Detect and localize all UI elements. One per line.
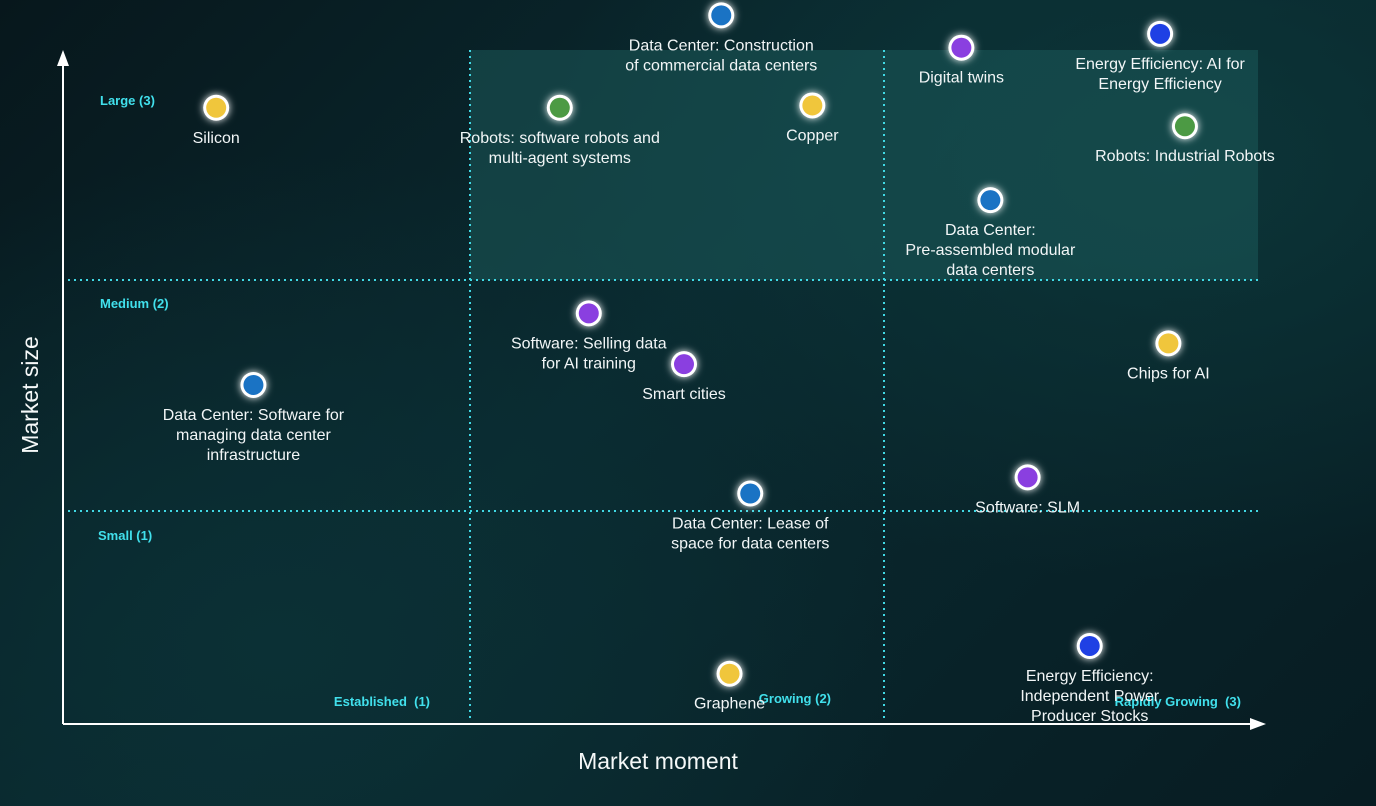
x-axis-title: Market moment: [578, 748, 738, 774]
point-label: Smart cities: [642, 386, 726, 403]
point-label-line: Robots: software robots and: [460, 130, 660, 147]
marker-dot: [711, 5, 732, 26]
axes: [57, 50, 1266, 730]
point-label-line: Software: SLM: [975, 499, 1080, 516]
y-axis-title: Market size: [17, 336, 43, 454]
marker-dot: [1158, 333, 1179, 354]
point-label-line: Data Center:: [945, 222, 1036, 239]
point-label: Robots: Industrial Robots: [1095, 148, 1275, 165]
point-label-line: multi-agent systems: [489, 150, 631, 167]
marker-dot: [206, 97, 227, 118]
marker-dot: [243, 374, 264, 395]
x-tick-rapidly-growing: Rapidly Growing (3): [1115, 694, 1241, 709]
marker-dot: [1017, 467, 1038, 488]
point-label: Data Center: Pre-assembled modular data ce…: [905, 222, 1076, 279]
point-label-line: Pre-assembled modular: [905, 242, 1076, 259]
point-label-line: Digital twins: [919, 70, 1004, 87]
point-label-line: managing data center: [176, 427, 331, 444]
marker-dot: [1079, 635, 1100, 656]
point-label-line: Chips for AI: [1127, 365, 1210, 382]
marker-dot: [674, 354, 694, 375]
data-point-data-center-construction-of-commercial-data-centers: Data Center: Construction of commercial d…: [625, 2, 817, 74]
point-label: Silicon: [193, 130, 240, 147]
point-label-line: Robots: Industrial Robots: [1095, 148, 1275, 165]
data-point-smart-cities: Smart cities: [642, 351, 726, 403]
x-tick-growing: Growing (2): [759, 691, 831, 706]
data-point-robots-software-robots-and-multi-agent-systems: Robots: software robots and multi-agent s…: [460, 94, 660, 167]
point-label-line: Data Center: Lease of: [672, 516, 829, 533]
data-points: Silicon Robots: software robots and multi-…: [163, 2, 1275, 725]
point-label-line: infrastructure: [207, 447, 300, 464]
data-point-software-selling-data-for-ai-training: Software: Selling data for AI training: [511, 300, 667, 372]
point-label-line: Producer Stocks: [1031, 708, 1148, 725]
data-point-data-center-software-for-managing-data-center-infrastructure: Data Center: Software for managing data c…: [163, 371, 345, 464]
x-axis-arrow: [1250, 718, 1266, 730]
point-label-line: Graphene: [694, 696, 765, 713]
point-label: Data Center: Construction of commercial d…: [625, 37, 817, 74]
marker-dot: [549, 97, 570, 118]
marker-dot: [1150, 23, 1171, 44]
point-label: Copper: [786, 127, 839, 144]
point-label: Digital twins: [919, 70, 1004, 87]
point-label-line: Smart cities: [642, 386, 726, 403]
data-point-data-center-pre-assembled-modular-data-centers: Data Center: Pre-assembled modular data ce…: [905, 187, 1076, 279]
point-label: Data Center: Software for managing data c…: [163, 407, 345, 464]
data-point-digital-twins: Digital twins: [919, 34, 1004, 87]
point-label: Data Center: Lease of space for data cent…: [671, 516, 829, 553]
data-point-graphene: Graphene: [694, 660, 765, 713]
data-point-silicon: Silicon: [193, 94, 240, 147]
marker-dot: [578, 303, 599, 324]
point-label-line: of commercial data centers: [625, 57, 817, 74]
data-point-software-slm: Software: SLM: [975, 464, 1080, 516]
point-label-line: space for data centers: [671, 536, 829, 553]
marker-dot: [719, 663, 740, 684]
point-label-line: Silicon: [193, 130, 240, 147]
point-label: Software: SLM: [975, 499, 1080, 516]
grid-lines: [68, 50, 1258, 718]
marker-dot: [1174, 116, 1195, 137]
y-axis-arrow: [57, 50, 69, 66]
point-label-line: for AI training: [542, 355, 636, 372]
point-label-line: Copper: [786, 127, 839, 144]
point-label-line: Energy Efficiency: AI for: [1075, 56, 1245, 73]
data-point-data-center-lease-of-space-for-data-centers: Data Center: Lease of space for data cent…: [671, 480, 829, 553]
marker-dot: [740, 483, 761, 504]
point-label: Software: Selling data for AI training: [511, 335, 667, 372]
marker-dot: [802, 95, 823, 116]
marker-dot: [951, 37, 972, 58]
data-point-robots-industrial-robots: Robots: Industrial Robots: [1095, 113, 1275, 165]
x-tick-established: Established (1): [334, 694, 430, 709]
point-label: Graphene: [694, 696, 765, 713]
y-tick-small: Small (1): [98, 528, 152, 543]
point-label: Chips for AI: [1127, 365, 1210, 382]
highlight-region: [470, 50, 1258, 280]
data-point-copper: Copper: [786, 92, 839, 144]
point-label-line: Software: Selling data: [511, 335, 667, 352]
point-label-line: Independent Power: [1020, 688, 1159, 705]
y-tick-large: Large (3): [100, 93, 155, 108]
y-tick-medium: Medium (2): [100, 296, 169, 311]
data-point-chips-for-ai: Chips for AI: [1127, 330, 1210, 382]
marker-dot: [980, 190, 1001, 211]
point-label: Robots: software robots and multi-agent s…: [460, 130, 660, 167]
point-label-line: Data Center: Construction: [629, 37, 814, 54]
point-label-line: data centers: [946, 262, 1034, 279]
point-label-line: Data Center: Software for: [163, 407, 345, 424]
point-label-line: Energy Efficiency: [1098, 76, 1221, 93]
point-label-line: Energy Efficiency:: [1026, 668, 1154, 685]
